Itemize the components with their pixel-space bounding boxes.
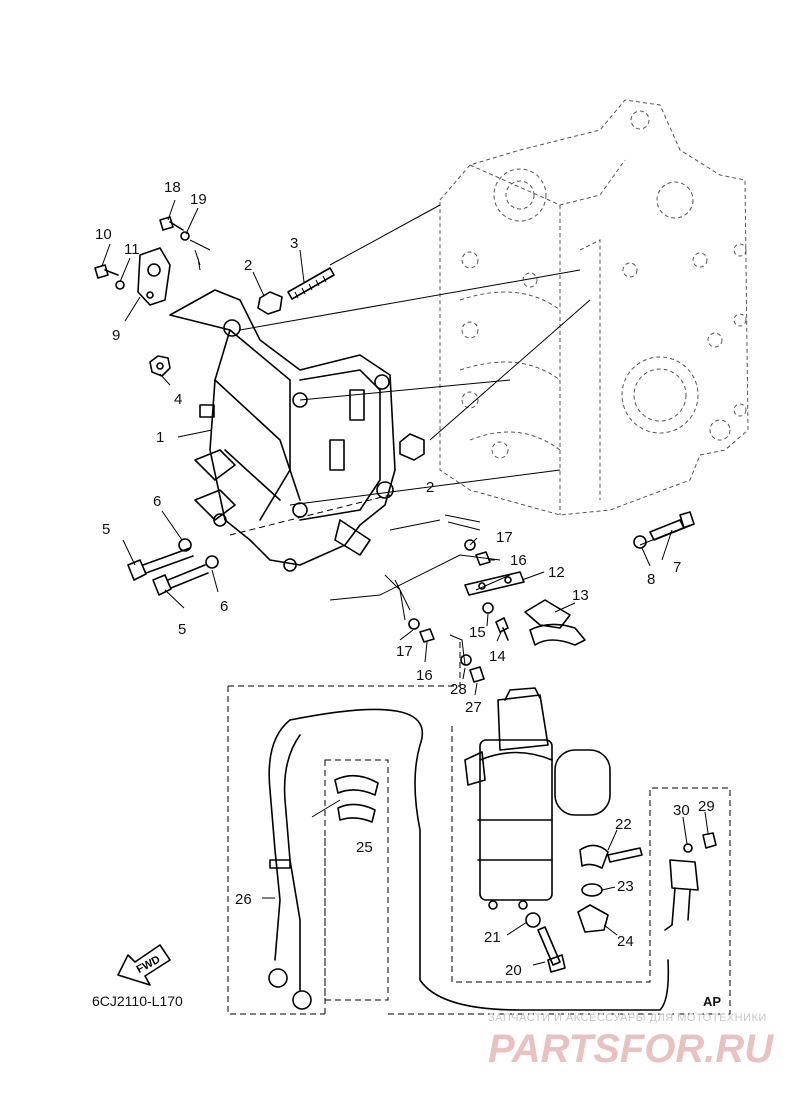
watermark-logo: PARTSFOR.RU — [488, 1027, 774, 1071]
parts-27-28 — [460, 654, 485, 683]
callout-label: 19 — [190, 191, 207, 208]
callout-label: 6 — [220, 598, 228, 615]
callout-label: 13 — [572, 587, 589, 604]
callout-label: 29 — [698, 798, 715, 815]
callout-label: 21 — [484, 929, 501, 946]
callout-label: 18 — [164, 179, 181, 196]
starter-motor — [464, 687, 611, 910]
callout-label: 7 — [673, 559, 681, 576]
alignment-lines — [229, 204, 691, 546]
callout-label: 14 — [489, 648, 506, 665]
lead-wire-26 — [268, 708, 670, 1011]
callout-label: 28 — [450, 681, 467, 698]
callout-label: 20 — [505, 962, 522, 979]
region-label: AP — [703, 994, 721, 1009]
engine-block-outline — [439, 99, 749, 516]
bolts-10-18 — [94, 216, 211, 290]
fwd-label: FWD — [135, 954, 163, 976]
callout-label: 11 — [124, 241, 140, 258]
callout-labels: 1 2 2 3 4 5 5 6 6 7 8 9 10 11 12 13 14 1… — [95, 179, 715, 979]
kit-box-outlines — [227, 640, 731, 1015]
callout-label: 27 — [465, 699, 482, 716]
callout-label: 3 — [290, 235, 298, 252]
callout-label: 30 — [673, 802, 690, 819]
callout-label: 2 — [244, 257, 252, 274]
fwd-arrow-icon: FWD — [117, 944, 171, 986]
callout-label: 4 — [174, 391, 182, 408]
cluster-12-17 — [329, 514, 586, 666]
callout-label: 15 — [469, 624, 486, 641]
bolt-7-washer-8 — [633, 511, 695, 549]
callout-label: 17 — [396, 643, 413, 660]
callout-label: 16 — [416, 667, 433, 684]
callout-label: 16 — [510, 552, 527, 569]
callout-label: 8 — [647, 571, 655, 588]
collar-stud-2-3 — [257, 267, 425, 461]
leader-lines — [101, 199, 709, 966]
callout-label: 12 — [548, 564, 565, 581]
callout-label: 26 — [235, 891, 252, 908]
clamp-part-25 — [334, 774, 379, 823]
callout-label: 1 — [156, 429, 164, 446]
nut-part-4 — [149, 355, 171, 377]
callout-label: 25 — [356, 839, 373, 856]
diagram-code: 6CJ2110-L170 — [92, 993, 183, 1009]
callout-label: 6 — [153, 493, 161, 510]
parts-20-24-29-30 — [525, 832, 717, 973]
bracket-part-1 — [169, 289, 396, 572]
callout-label: 23 — [617, 878, 634, 895]
watermark-tagline: ЗАПЧАСТИ И АКСЕССУАРЫ ДЛЯ МОТОТЕХНИКИ — [488, 1012, 767, 1024]
callout-label: 24 — [617, 933, 634, 950]
bolts-5-washers-6 — [127, 538, 219, 596]
callout-label: 5 — [178, 621, 186, 638]
callout-label: 10 — [95, 226, 112, 243]
callout-label: 2 — [426, 479, 434, 496]
callout-label: 17 — [496, 529, 513, 546]
callout-label: 9 — [112, 327, 120, 344]
callout-label: 22 — [615, 816, 632, 833]
callout-label: 5 — [102, 521, 110, 538]
plate-part-9 — [137, 247, 171, 306]
